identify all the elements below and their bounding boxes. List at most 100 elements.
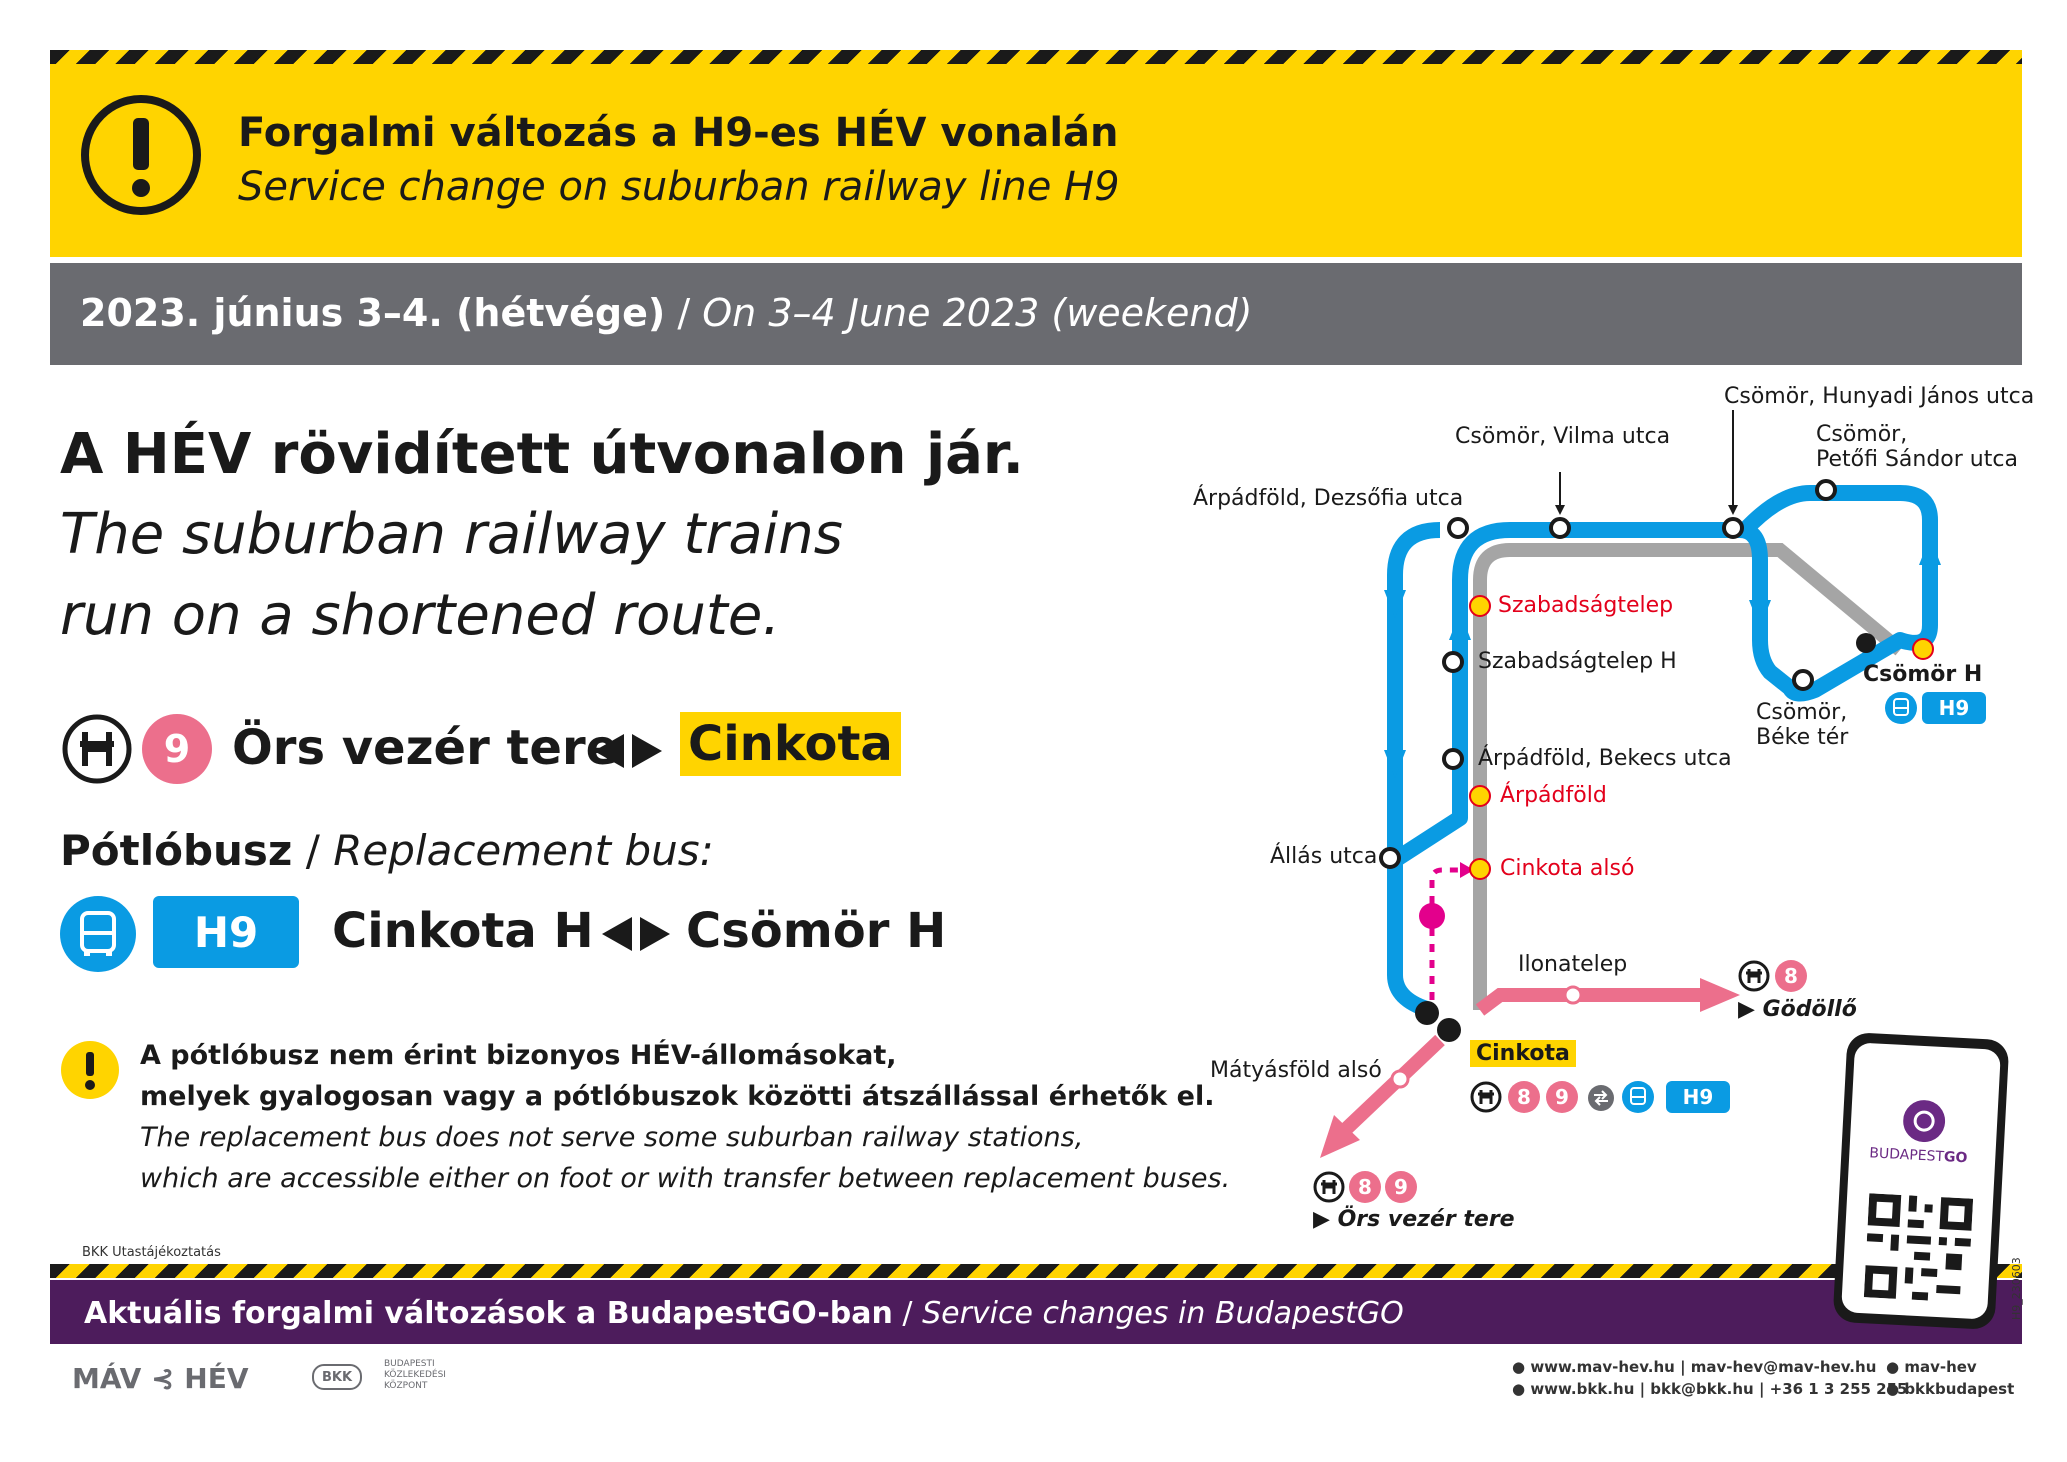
hev-line-8-east: [1475, 988, 1710, 1016]
social-bkk: bkkbudapest: [1904, 1380, 2015, 1398]
label-beke-1: Csömör,: [1756, 700, 1848, 725]
arrow-right-icon: [1700, 978, 1740, 1012]
stop-dezsofia: [1447, 517, 1469, 539]
note-hu-line1: A pótlóbusz nem érint bizonyos HÉV-állom…: [140, 1040, 897, 1071]
budapestgo-logo-icon: [1903, 1100, 1946, 1143]
bus-icon: [1622, 1081, 1654, 1113]
arrow-up-icon: [1919, 537, 1941, 565]
bus-route-down: [1387, 860, 1433, 1018]
alert-banner: Forgalmi változás a H9-es HÉV vonalán Se…: [50, 64, 2022, 257]
label-arpadfold: Árpádföld: [1500, 783, 1607, 808]
label-ors: ▶ Örs vezér tere: [1313, 1207, 1515, 1232]
hev-icon: [1470, 1081, 1502, 1113]
label-dezsofia: Árpádföld, Dezsőfia utca: [1193, 486, 1464, 511]
globe-icon: ●: [1512, 1358, 1531, 1376]
label-cinkota: Cinkota: [1470, 1040, 1576, 1067]
hev-line-west: [1340, 1034, 1445, 1136]
hev-line-badge: 8: [1775, 960, 1807, 992]
bkk-name-2: KÖZLEKEDÉSI: [384, 1370, 446, 1380]
bidirectional-arrow-icon: [594, 734, 662, 768]
hev-icon: [1313, 1171, 1345, 1203]
exclamation-icon: [81, 95, 201, 215]
label-szabadsagtelep-h: Szabadságtelep H: [1478, 649, 1677, 674]
transfer-icon: [1437, 1018, 1461, 1042]
label-petofi-1: Csömör,: [1816, 422, 1908, 447]
info-exclamation-icon: [61, 1041, 119, 1099]
bkk-logo: BKK: [312, 1364, 362, 1390]
phone-brand: BUDAPESTGO: [1869, 1145, 1968, 1166]
transfer-icon: [1588, 1085, 1614, 1111]
replacement-route-from: Cinkota H: [332, 903, 594, 959]
hev-line-badge: 9: [1546, 1081, 1578, 1113]
arrow-down-icon: [1384, 590, 1406, 618]
label-matyasfold: Mátyásföld alsó: [1210, 1058, 1382, 1083]
stop-ilonatelep: [1563, 985, 1583, 1005]
label-allas: Állás utca: [1270, 844, 1378, 869]
date-text: 2023. június 3–4. (hétvége) / On 3–4 Jun…: [80, 291, 1252, 335]
date-hu: 2023. június 3–4. (hétvége): [80, 291, 666, 335]
phone-mockup: BUDAPESTGO: [1832, 1031, 2010, 1331]
label-godollo: ▶ Gödöllő: [1738, 997, 1857, 1022]
date-band: 2023. június 3–4. (hétvége) / On 3–4 Jun…: [50, 263, 2022, 365]
contact-line2: ● www.bkk.hu | bkk@bkk.hu | +36 1 3 255 …: [1512, 1380, 1907, 1398]
contact-line1: ● www.mav-hev.hu | mav-hev@mav-hev.hu: [1512, 1358, 1876, 1376]
stop-allas: [1379, 847, 1401, 869]
bkk-name-3: KÖZPONT: [384, 1381, 428, 1391]
stop-szabadsagtelep-h: [1442, 651, 1464, 673]
replacement-route-to: Csömör H: [686, 903, 947, 959]
replacement-label-hu: Pótlóbusz: [60, 826, 293, 875]
closed-station-icon: [1469, 785, 1491, 807]
closed-station-icon: [1912, 638, 1934, 660]
label-beke-2: Béke tér: [1756, 725, 1849, 750]
stop-bekecs: [1442, 748, 1464, 770]
qr-code-icon: [1863, 1193, 1974, 1303]
arrow-up-icon: [1449, 612, 1471, 640]
budapestgo-en: Service changes in BudapestGO: [922, 1296, 1404, 1331]
contact-bkk: www.bkk.hu | bkk@bkk.hu | +36 1 3 255 25…: [1530, 1380, 1908, 1398]
social-mav: mav-hev: [1904, 1358, 1977, 1376]
mav-hev-logo: MÁV ⊰ HÉV: [72, 1362, 249, 1395]
headline-en-line2: run on a shortened route.: [60, 583, 781, 648]
stop-beke: [1792, 669, 1814, 691]
budapestgo-band: Aktuális forgalmi változások a BudapestG…: [50, 1280, 2022, 1344]
hev-icon: [62, 714, 132, 784]
bottom-hazard-stripe: [50, 1264, 2022, 1278]
headline-hu: A HÉV rövidített útvonalon jár.: [60, 422, 1024, 487]
phone-screen: BUDAPESTGO: [1841, 1042, 2001, 1320]
facebook-icon: ●: [1886, 1358, 1905, 1376]
label-hunyadi: Csömör, Hunyadi János utca: [1724, 384, 2035, 409]
replacement-bus-line: H9: [153, 896, 299, 968]
bkk-name: BUDAPESTI KÖZLEKEDÉSI KÖZPONT: [384, 1359, 446, 1392]
doc-code: H9_230603: [2010, 1257, 2023, 1320]
globe-icon: ●: [1512, 1380, 1531, 1398]
note-hu-line2: melyek gyalogosan vagy a pótlóbuszok köz…: [140, 1081, 1215, 1112]
note-en-line2: which are accessible either on foot or w…: [140, 1163, 1231, 1194]
budapestgo-hu: Aktuális forgalmi változások a BudapestG…: [84, 1296, 893, 1331]
transfer-icon: [1415, 1001, 1439, 1025]
date-separator: /: [665, 291, 703, 335]
bidirectional-arrow-icon: [602, 917, 670, 951]
bus-icon: [60, 896, 136, 972]
budapestgo-separator: /: [892, 1296, 923, 1331]
bus-icon: [1885, 692, 1917, 724]
map-bus-line: H9: [1922, 692, 1986, 724]
banner-title-en: Service change on suburban railway line …: [238, 164, 1120, 210]
bkk-name-1: BUDAPESTI: [384, 1359, 435, 1369]
closed-hev-line: [1473, 543, 1905, 1010]
closed-station-icon: [1469, 858, 1491, 880]
label-ilonatelep: Ilonatelep: [1518, 952, 1628, 977]
budapestgo-text: Aktuális forgalmi változások a BudapestG…: [84, 1296, 1404, 1331]
banner-title-hu: Forgalmi változás a H9-es HÉV vonalán: [238, 110, 1119, 156]
closed-station-icon: [1469, 595, 1491, 617]
replacement-label-separator: /: [292, 826, 334, 875]
headline-en-line1: The suburban railway trains: [60, 502, 843, 567]
hev-route-from: Örs vezér tere: [232, 720, 619, 776]
stop-csomor-h: [1856, 633, 1876, 653]
walking-path: [1429, 867, 1460, 1000]
phone-brand-a: BUDAPEST: [1868, 1145, 1945, 1166]
label-szabadsagtelep: Szabadságtelep: [1498, 593, 1674, 618]
hev-line-badge: 9: [142, 714, 212, 784]
arrow-down-icon: [1749, 600, 1771, 628]
walking-icon: [1419, 903, 1445, 929]
